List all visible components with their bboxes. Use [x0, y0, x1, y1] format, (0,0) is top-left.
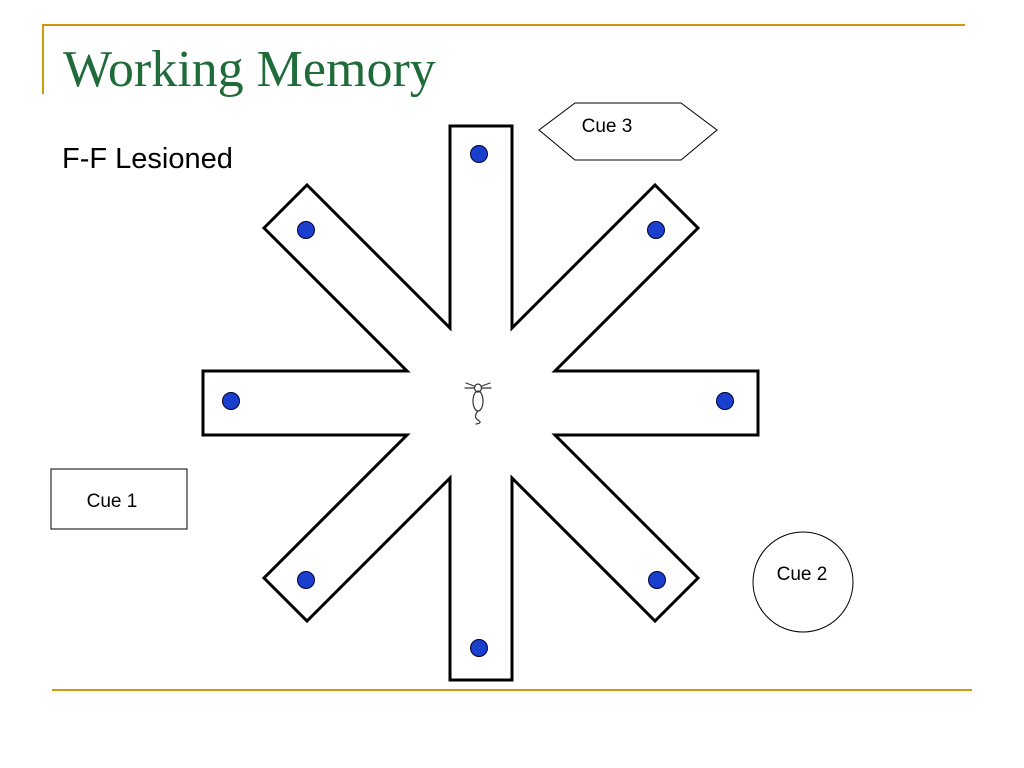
cue-3: Cue 3 — [538, 102, 718, 161]
cue-1-rectangle — [50, 468, 188, 530]
rat-icon — [464, 382, 492, 425]
cue-2-circle — [752, 531, 854, 633]
food-well-southwest — [297, 571, 315, 589]
cue-1-label: Cue 1 — [87, 491, 138, 512]
food-well-north — [470, 145, 488, 163]
top-accent-line — [42, 24, 965, 26]
cue-2-label: Cue 2 — [777, 564, 828, 585]
food-wells — [222, 145, 734, 657]
cue-3-label: Cue 3 — [582, 116, 633, 137]
food-well-east — [716, 392, 734, 410]
slide-subtitle: F-F Lesioned — [62, 143, 233, 175]
cue-3-hexagon — [538, 102, 718, 161]
food-well-west — [222, 392, 240, 410]
cue-2: Cue 2 — [752, 531, 854, 633]
bottom-accent-line — [52, 689, 972, 691]
cue-1: Cue 1 — [50, 468, 188, 530]
food-well-northwest — [297, 221, 315, 239]
left-accent-line — [42, 24, 44, 94]
food-well-northeast — [647, 221, 665, 239]
food-well-southeast — [648, 571, 666, 589]
slide-title: Working Memory — [63, 41, 436, 98]
maze-outline — [201, 124, 760, 682]
food-well-south — [470, 639, 488, 657]
